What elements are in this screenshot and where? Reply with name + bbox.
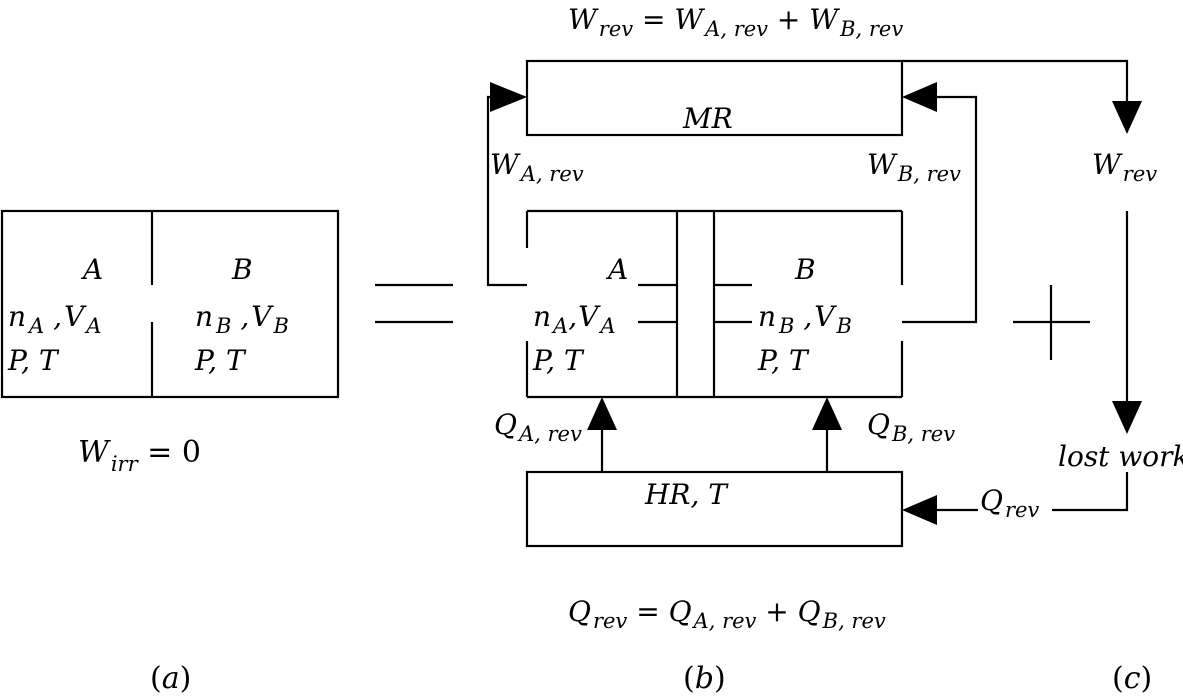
arrowhead-w-rev-down: [1112, 101, 1142, 134]
label-a-mid: A: [605, 253, 628, 286]
arrowhead-q-rev: [902, 495, 937, 525]
arrowhead-w-a: [490, 82, 527, 112]
work-line-b: [902, 95, 978, 324]
label-w-irr: Wirr = 0: [78, 435, 201, 476]
label-lost-work: lost work: [1058, 440, 1183, 473]
work-line-a: [486, 95, 527, 287]
heat-reservoir-box: [525, 470, 904, 548]
vessel-a-outline: [0, 209, 340, 399]
panel-b: Wrev = WA, rev + WB, rev MR WA, rev WB, …: [486, 3, 978, 633]
mechanical-reservoir-box: [525, 59, 904, 137]
arrowhead-q-a: [587, 397, 617, 430]
label-a-left: A: [80, 253, 103, 286]
label-pt-b-mid: P, T: [757, 344, 810, 377]
label-pt-a-mid: P, T: [532, 344, 585, 377]
plus-sign: [1013, 285, 1090, 360]
label-q-b-rev: QB, rev: [867, 408, 955, 446]
label-q-a-rev: QA, rev: [494, 408, 582, 446]
equation-w-rev: Wrev = WA, rev + WB, rev: [568, 3, 903, 41]
arrowhead-lost-work: [1112, 401, 1142, 434]
label-q-rev-c: Qrev: [980, 484, 1039, 522]
equation-q-rev: Qrev = QA, rev + QB, rev: [568, 595, 886, 633]
equals-sign: [375, 283, 453, 324]
label-hr-t: HR, T: [644, 478, 729, 511]
label-b-left: B: [231, 253, 253, 286]
label-na-va-mid: nA,VA: [533, 300, 616, 338]
arrowhead-q-b: [812, 397, 842, 430]
label-pt-a-left: P, T: [7, 344, 60, 377]
q-rev-line-right: [1052, 472, 1129, 512]
arrowhead-w-b: [902, 82, 937, 112]
panel-c: Wrev lost work Qrev: [902, 59, 1183, 525]
label-pt-b-left: P, T: [194, 344, 247, 377]
caption-c: (c): [1112, 661, 1152, 696]
caption-b: (b): [683, 661, 726, 696]
label-w-b-rev: WB, rev: [867, 148, 961, 186]
label-b-mid: B: [794, 253, 816, 286]
caption-a: (a): [150, 661, 191, 696]
compartment-walls: [638, 211, 752, 397]
work-out-line: [902, 59, 1129, 105]
label-mr: MR: [682, 102, 733, 135]
label-w-rev-c: Wrev: [1092, 148, 1157, 186]
label-w-a-rev: WA, rev: [490, 148, 584, 186]
